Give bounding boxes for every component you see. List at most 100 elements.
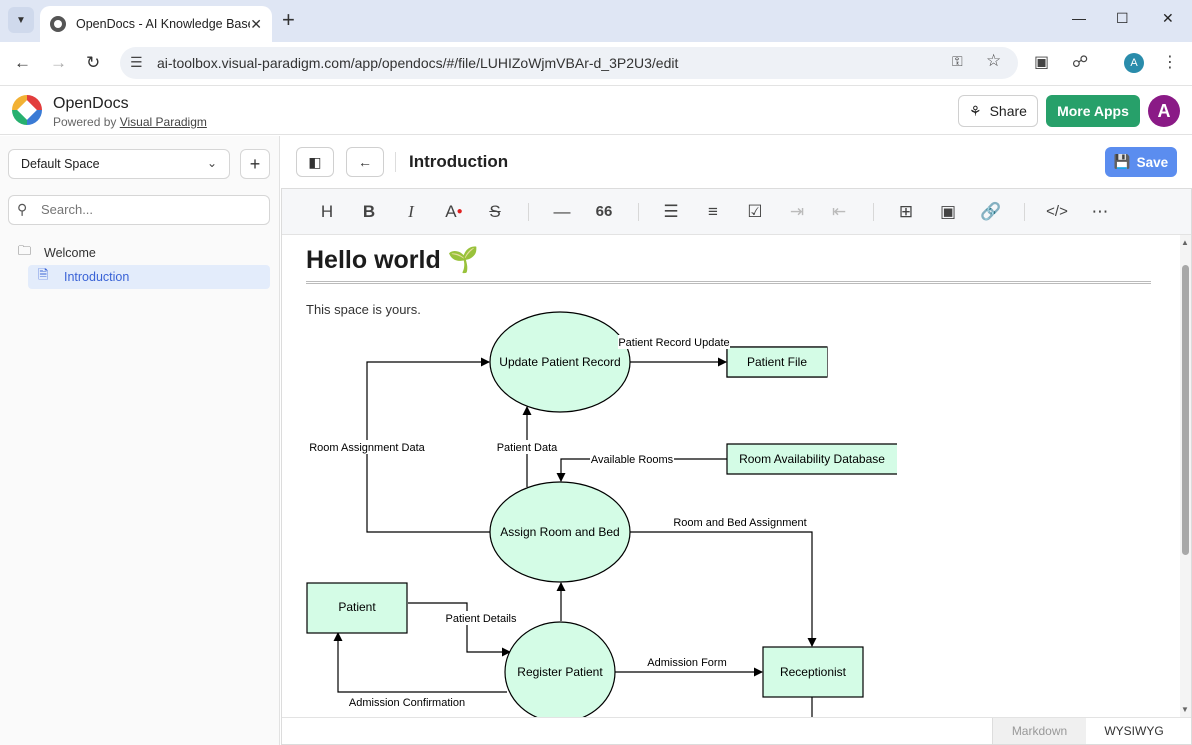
site-settings-icon[interactable]: ☰ (130, 54, 143, 71)
flow-label: Patient Record Update (618, 337, 729, 349)
outdent-icon[interactable]: ⇤ (827, 202, 851, 222)
browser-tab[interactable]: OpenDocs - AI Knowledge Base ✕ (40, 6, 272, 42)
flow-label: Admission Form (647, 657, 726, 669)
flow-label: Patient Details (446, 613, 517, 625)
flow-admission-confirmation (338, 633, 507, 692)
forward-icon[interactable]: → (50, 53, 67, 73)
divider (395, 152, 396, 172)
flow-patient-details (408, 603, 510, 652)
scroll-down-icon[interactable]: ▼ (1181, 705, 1189, 714)
app-header: OpenDocs Powered by Visual Paradigm ⚘ Sh… (0, 87, 1192, 135)
text-color-icon[interactable]: A● (442, 202, 466, 222)
sidebar-search: ⚲ (8, 195, 270, 225)
heading-icon[interactable]: H (315, 202, 339, 222)
scroll-up-icon[interactable]: ▲ (1181, 238, 1189, 247)
wysiwyg-mode-tab[interactable]: WYSIWYG (1086, 718, 1182, 744)
task-list-icon[interactable]: ☑ (743, 202, 767, 222)
user-avatar[interactable]: A (1148, 95, 1180, 127)
entity-label: Room Availability Database (739, 452, 885, 466)
address-bar[interactable]: ☰ ai-toolbox.visual-paradigm.com/app/ope… (120, 47, 1018, 79)
sidebar: Default Space ⌄ + ⚲ 🗀 Welcome 🗎 Introduc… (0, 136, 280, 745)
editor: H B I A● S — 66 ☰ ≡ ☑ ⇥ ⇤ ⊞ ▣ 🔗 </> ⋯ He… (281, 188, 1192, 745)
document-header: ◧ ← Introduction 💾 Save (281, 136, 1192, 188)
extension-icon[interactable]: ▣ (1034, 52, 1049, 72)
toolbar-divider (873, 203, 874, 221)
indent-icon[interactable]: ⇥ (785, 202, 809, 222)
password-key-icon[interactable]: ⚿ (952, 53, 963, 70)
process-label: Register Patient (517, 665, 603, 679)
globe-icon (50, 16, 66, 32)
page-title: Introduction (409, 152, 508, 172)
share-button[interactable]: ⚘ Share (958, 95, 1038, 127)
quote-icon[interactable]: 66 (592, 202, 616, 222)
back-button[interactable]: ← (346, 147, 384, 177)
folder-icon: 🗀 (18, 242, 36, 264)
scroll-thumb[interactable] (1182, 265, 1189, 555)
minimize-icon[interactable]: — (1072, 10, 1086, 26)
flow-label: Admission Confirmation (349, 697, 465, 709)
editor-mode-bar: Markdown WYSIWYG (282, 717, 1191, 744)
flow-label: Patient Data (497, 442, 558, 454)
flow-room-bed-assignment (629, 532, 812, 646)
search-icon: ⚲ (17, 201, 27, 218)
opendocs-logo-icon (12, 95, 42, 125)
chevron-down-icon: ⌄ (207, 156, 217, 170)
arrow-left-icon: ← (358, 154, 372, 170)
toggle-sidebar-button[interactable]: ◧ (296, 147, 334, 177)
browser-menu-icon[interactable]: ⋮ (1162, 52, 1178, 72)
tab-search-button[interactable]: ▼ (8, 7, 34, 33)
space-selector[interactable]: Default Space ⌄ (8, 149, 230, 179)
editor-scrollbar[interactable]: ▲ ▼ (1180, 235, 1191, 717)
save-icon: 💾 (1114, 154, 1131, 170)
strikethrough-icon[interactable]: S (483, 202, 507, 222)
add-space-button[interactable]: + (240, 149, 270, 179)
horizontal-rule-icon[interactable]: — (550, 202, 574, 222)
chevron-down-icon: ▼ (16, 15, 26, 26)
reload-icon[interactable]: ↻ (86, 53, 100, 73)
browser-tab-bar: ▼ OpenDocs - AI Knowledge Base ✕ + — ☐ ✕ (0, 0, 1192, 42)
more-options-icon[interactable]: ⋯ (1088, 202, 1112, 222)
address-bar-row: ← → ↻ ☰ ai-toolbox.visual-paradigm.com/a… (0, 42, 1192, 86)
process-label: Update Patient Record (499, 355, 620, 369)
powered-by: Powered by Visual Paradigm (53, 115, 207, 129)
search-input[interactable] (41, 202, 261, 217)
toolbar-divider (638, 203, 639, 221)
toolbar-divider (528, 203, 529, 221)
flow-label: Room and Bed Assignment (673, 517, 806, 529)
tree-item-introduction[interactable]: 🗎 Introduction (28, 265, 270, 289)
url-text: ai-toolbox.visual-paradigm.com/app/opend… (157, 55, 678, 71)
brand-name: OpenDocs (53, 95, 129, 113)
back-icon[interactable]: ← (14, 53, 31, 73)
save-button[interactable]: 💾 Save (1105, 147, 1177, 177)
tree-item-welcome[interactable]: 🗀 Welcome (18, 241, 96, 265)
visual-paradigm-link[interactable]: Visual Paradigm (120, 115, 207, 129)
table-icon[interactable]: ⊞ (894, 202, 918, 222)
bullet-list-icon[interactable]: ☰ (659, 202, 683, 222)
bold-icon[interactable]: B (357, 202, 381, 222)
close-tab-icon[interactable]: ✕ (250, 16, 262, 33)
toolbar-divider (1024, 203, 1025, 221)
tab-title: OpenDocs - AI Knowledge Base (76, 17, 250, 31)
editor-toolbar: H B I A● S — 66 ☰ ≡ ☑ ⇥ ⇤ ⊞ ▣ 🔗 </> ⋯ (282, 189, 1191, 235)
plus-icon: + (250, 154, 261, 175)
flow-label: Available Rooms (591, 454, 674, 466)
profile-avatar[interactable]: A (1124, 53, 1144, 73)
maximize-icon[interactable]: ☐ (1116, 10, 1129, 27)
markdown-mode-tab[interactable]: Markdown (992, 718, 1086, 744)
sidebar-collapse-icon: ◧ (308, 154, 321, 171)
flow-label: Room Assignment Data (309, 442, 425, 454)
close-window-icon[interactable]: ✕ (1162, 10, 1174, 27)
entity-label: Receptionist (780, 665, 847, 679)
italic-icon[interactable]: I (399, 202, 423, 222)
numbered-list-icon[interactable]: ≡ (701, 202, 725, 222)
editor-content[interactable]: Hello world 🌱 This space is yours. (282, 235, 1180, 717)
document-icon: 🗎 (38, 266, 56, 288)
more-apps-button[interactable]: More Apps (1046, 95, 1140, 127)
link-icon[interactable]: 🔗 (979, 202, 1003, 222)
new-tab-icon[interactable]: + (282, 9, 295, 31)
code-icon[interactable]: </> (1045, 202, 1069, 222)
puzzle-icon[interactable]: ☍ (1072, 52, 1088, 72)
image-icon[interactable]: ▣ (936, 202, 960, 222)
bookmark-star-icon[interactable]: ☆ (986, 51, 1001, 71)
process-label: Assign Room and Bed (500, 525, 619, 539)
